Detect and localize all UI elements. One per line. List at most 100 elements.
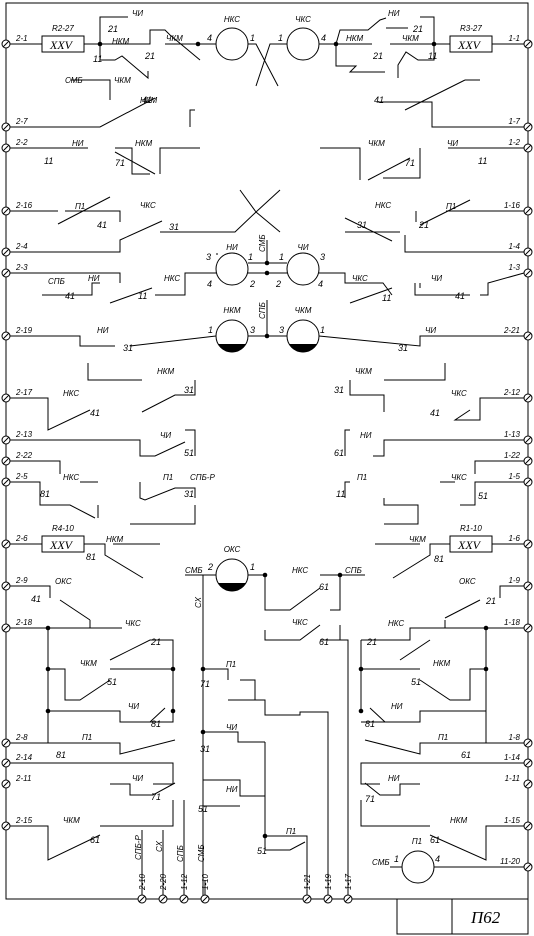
terminal-label: 2-14 [15,753,33,762]
contact-number: 81 [40,489,50,499]
pin-number: 4 [207,279,212,289]
relay-nks-top [215,27,249,61]
resistor-label: XXV [49,538,74,552]
bus-label: СМБ [185,566,203,575]
pin-number: 4 [435,854,440,864]
contact-number: 31 [169,222,179,232]
contact-number: 31 [357,220,367,230]
contact-number: 51 [257,846,267,856]
contact-name: ЧКМ [166,34,183,43]
terminal-slash [524,822,532,830]
contact-name: П1 [75,202,85,211]
terminal-label: 2-19 [15,326,33,335]
contact-name: ЧКС [292,618,308,627]
wire [10,762,174,785]
wire [110,668,174,711]
contact-name: ОКС [459,577,476,586]
contact-number: 51 [411,677,421,687]
wire [349,380,385,412]
terminal-slash [524,269,532,277]
wire [10,739,176,755]
wire [320,147,361,180]
wire [460,481,524,506]
components [41,27,493,884]
wire [109,639,174,669]
contact-name: НКС [375,201,391,210]
wire [10,481,96,519]
contact-number: 11 [44,156,53,166]
pin-number: 2 [249,279,255,289]
wire [10,585,51,598]
terminal-label: 1-9 [508,576,520,585]
wire [10,627,49,743]
pin-number: 1 [250,562,255,572]
contact-name: П1 [357,473,367,482]
contact-name: ОКС [55,577,72,586]
relay-chi-mid [286,252,320,286]
wire [10,397,91,431]
wire [369,707,486,723]
pin-number: 1 [279,252,284,262]
terminal-label: 2-16 [15,201,33,210]
wire [10,825,101,861]
contact-name: СМБ [65,76,83,85]
terminal-label: 2-12 [503,388,521,397]
contact-number: 11 [478,156,487,166]
contact-number: 31 [184,489,194,499]
terminal-label: 2-3 [15,263,28,272]
terminal-slash [2,759,10,767]
contact-name: НКМ [157,367,174,376]
wire [361,627,486,641]
wire [159,147,200,174]
drawing-frame [5,2,529,900]
relay-label: ЧИ [297,243,308,252]
terminal-label: 1-2 [508,138,520,147]
terminal-slash [524,394,532,402]
wire [48,707,166,723]
contact-name: ЧИ [132,774,143,783]
pin-number: 1 [320,325,325,335]
wire [189,109,195,127]
wire [360,800,430,827]
relay-p1-bottom [401,850,435,884]
relay-label: ЧКМ [295,306,312,315]
resistor-r1-10 [449,535,493,553]
contact-name: НИ [360,431,372,440]
contact-name: П1 [82,733,92,742]
wire [378,101,524,128]
terminal-slash [524,582,532,590]
contact-number: 21 [366,637,377,647]
junction-dot [358,708,364,714]
terminal-slash [524,248,532,256]
pin-number: 1 [278,33,283,43]
contact-number: 61 [430,835,440,845]
contact-name: НКМ [135,139,152,148]
contact-number: 71 [151,792,161,802]
relay-label: ОКС [224,545,241,554]
terminal-label: 2-5 [15,472,28,481]
terminal-slash [524,436,532,444]
wiring [10,16,525,899]
contact-number: 41 [31,594,41,604]
contact-number: 31 [398,343,408,353]
wire [203,731,265,743]
terminal-label: 1-11 [505,774,520,783]
terminal-label: 1-5 [508,472,520,481]
contact-name: ЧКС [451,473,467,482]
contact-number: 41 [142,95,152,105]
contact-name: ЧКС [125,619,141,628]
wire [397,44,435,78]
contact-name: НКМ [112,37,129,46]
terminal-slash [2,822,10,830]
wire [360,762,524,785]
terminal-label: 1-22 [504,451,521,460]
bus-label: СМБ [258,234,267,252]
contact-number: 11 [428,51,437,61]
contact-name: НИ [226,785,238,794]
wire [10,97,156,128]
terminal-slash [2,207,10,215]
wire [245,699,329,899]
terminal-label: 1-15 [504,816,521,825]
wire [399,639,431,661]
